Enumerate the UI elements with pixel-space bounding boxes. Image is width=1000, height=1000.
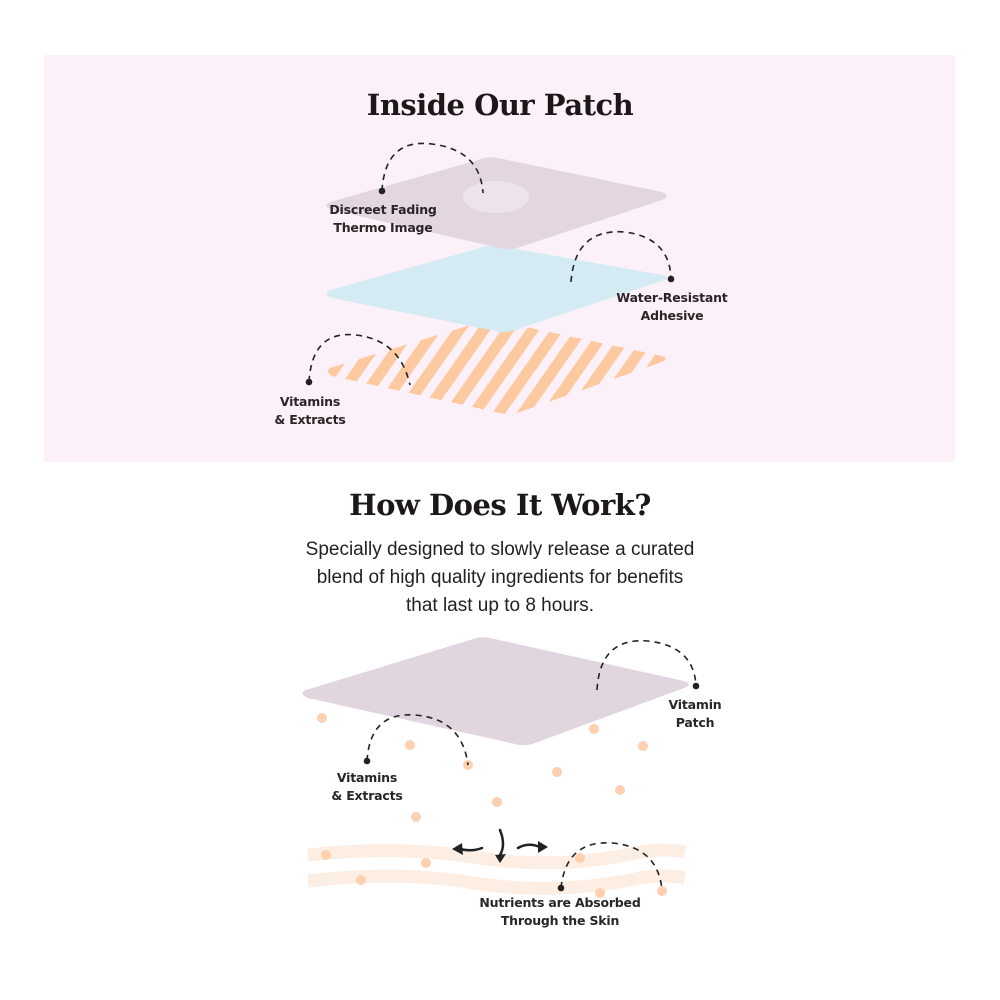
label-line: Patch bbox=[675, 715, 715, 730]
label-nutrients-absorbed: Nutrients are Absorbed Through the Skin bbox=[460, 894, 660, 930]
label-line: Vitamin bbox=[668, 697, 722, 712]
dot-vitamins-2 bbox=[363, 757, 371, 765]
connector-vitamins-2 bbox=[366, 714, 469, 766]
description-line: Specially designed to slowly release a c… bbox=[305, 539, 695, 560]
label-thermo-image: Discreet Fading Thermo Image bbox=[283, 201, 483, 237]
label-vitamins-extracts: Vitamins & Extracts bbox=[267, 769, 467, 805]
vitamin-patch bbox=[302, 637, 689, 746]
label-vitamin-patch: Vitamin Patch bbox=[595, 696, 795, 732]
label-line: Adhesive bbox=[640, 308, 704, 323]
description-line: blend of high quality ingredients for be… bbox=[316, 567, 684, 588]
label-adhesive: Water-Resistant Adhesive bbox=[572, 289, 772, 325]
dot-vitamins bbox=[305, 378, 313, 386]
description: Specially designed to slowly release a c… bbox=[0, 536, 1000, 620]
connector-absorbed bbox=[560, 842, 663, 891]
dot-absorbed bbox=[557, 884, 565, 892]
connector-adhesive bbox=[570, 230, 672, 283]
description-line: that last up to 8 hours. bbox=[405, 595, 594, 616]
label-line: Through the Skin bbox=[500, 913, 620, 928]
label-line: Discreet Fading bbox=[329, 202, 437, 217]
label-line: Nutrients are Absorbed bbox=[479, 895, 641, 910]
label-line: Vitamins bbox=[336, 770, 398, 785]
label-line: Vitamins bbox=[279, 394, 341, 409]
dot-adhesive bbox=[667, 275, 675, 283]
vitamin-layer bbox=[327, 320, 666, 415]
absorption-arrows bbox=[458, 828, 542, 857]
label-line: & Extracts bbox=[331, 788, 403, 803]
section-title-inside-patch: Inside Our Patch bbox=[366, 88, 634, 122]
connector-patch bbox=[596, 639, 697, 691]
dot-patch bbox=[692, 682, 700, 690]
arrow-down-icon bbox=[495, 854, 506, 863]
adhesive-layer bbox=[326, 245, 667, 333]
label-line: Water-Resistant bbox=[616, 290, 728, 305]
section-title-how-it-works: How Does It Work? bbox=[349, 488, 651, 522]
dot-thermo bbox=[378, 187, 386, 195]
label-line: Thermo Image bbox=[333, 220, 433, 235]
connector-thermo bbox=[381, 142, 484, 194]
label-line: & Extracts bbox=[274, 412, 346, 427]
skin-layers bbox=[307, 843, 687, 895]
connector-vitamins bbox=[308, 333, 411, 386]
arrow-left-icon bbox=[452, 843, 463, 855]
label-vitamins: Vitamins & Extracts bbox=[210, 393, 410, 429]
arrow-right-icon bbox=[538, 841, 548, 853]
thermo-image-circle bbox=[463, 181, 529, 213]
